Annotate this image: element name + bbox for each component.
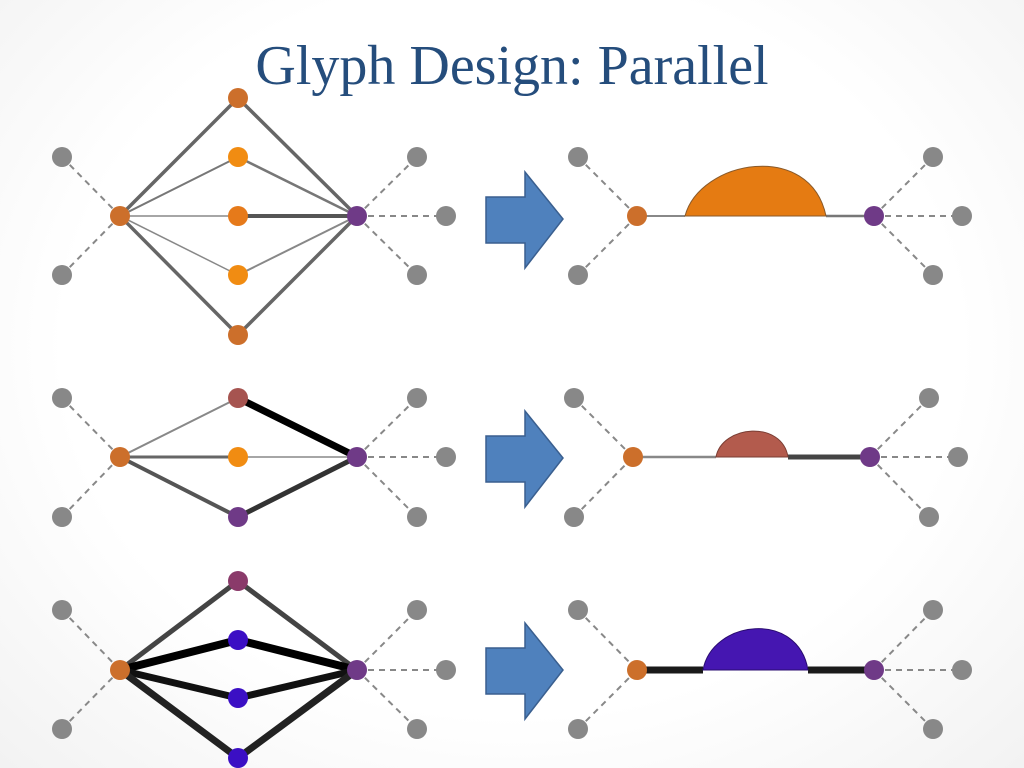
row3-left-network — [52, 571, 456, 768]
row1-left-network — [52, 88, 456, 345]
row2-right-glyph — [564, 388, 968, 527]
row3-parallel-glyph-shape — [702, 628, 809, 671]
row1-left-context-edges — [61, 156, 446, 276]
row1-transform-arrow — [485, 169, 564, 271]
row2-parallel-glyph-shape — [715, 430, 789, 458]
row1-left-parallel-edges — [118, 96, 359, 337]
slide-title: Glyph Design: Parallel — [255, 35, 769, 97]
row2-transform-arrow — [485, 408, 564, 510]
row2-left-network — [52, 388, 456, 527]
row1-parallel-glyph-shape — [684, 165, 827, 217]
row1-left-nodes — [52, 88, 456, 345]
row3-transform-arrow — [485, 620, 564, 722]
row1-right-glyph — [568, 147, 972, 285]
row3-right-glyph — [568, 600, 972, 739]
